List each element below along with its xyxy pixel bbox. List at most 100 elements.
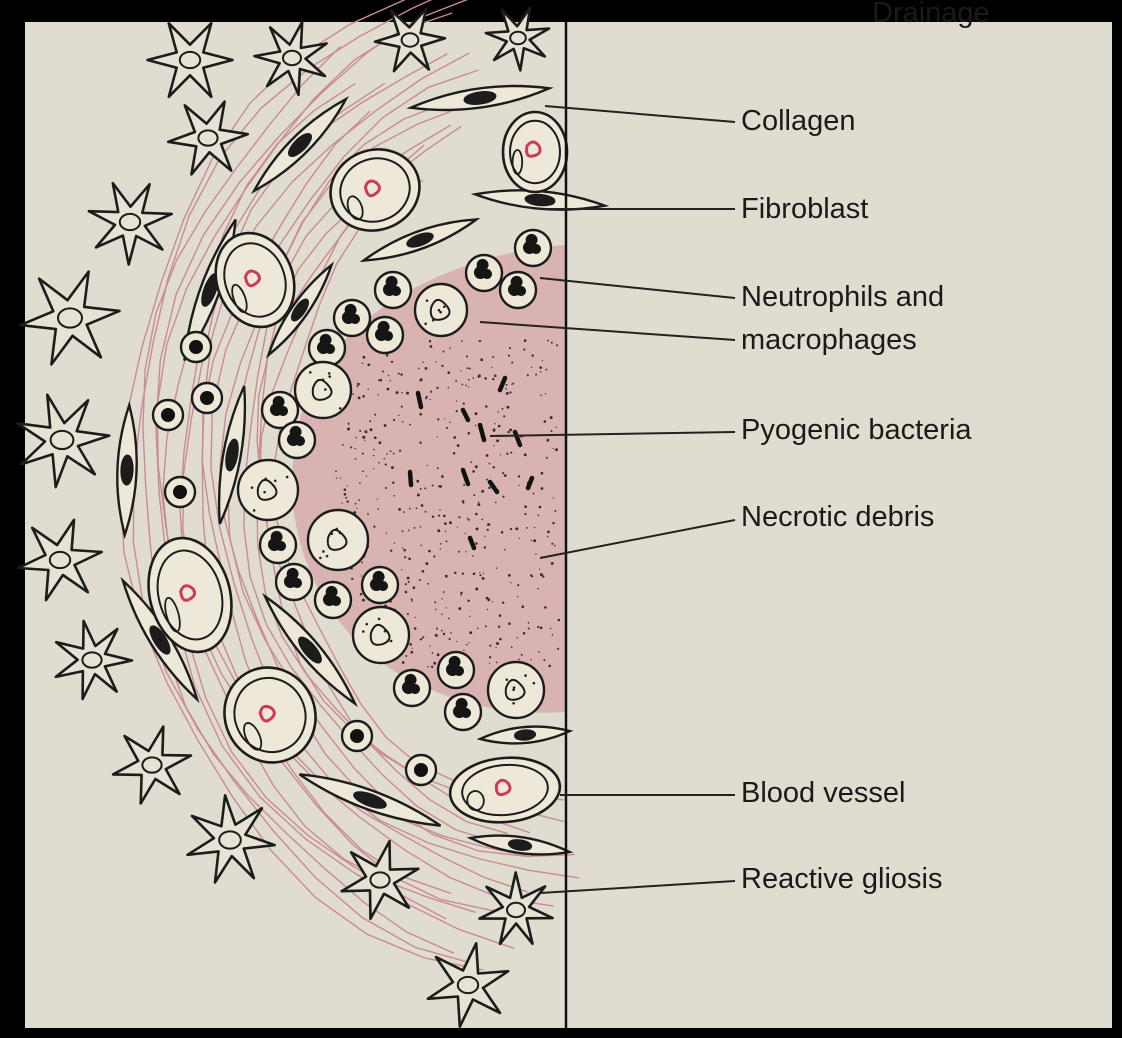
debris-dot: [361, 575, 362, 576]
debris-dot: [521, 605, 524, 608]
debris-dot: [453, 436, 456, 439]
debris-dot: [406, 392, 409, 395]
debris-dot: [441, 630, 443, 632]
debris-dot: [367, 363, 370, 366]
neutrophil: [500, 272, 536, 308]
debris-dot: [463, 403, 465, 405]
debris-dot: [558, 619, 561, 622]
neutrophil: [315, 582, 351, 618]
debris-dot: [552, 634, 554, 636]
debris-dot: [552, 522, 554, 524]
debris-dot: [457, 526, 458, 527]
debris-dot: [544, 606, 547, 609]
neutrophil: [515, 230, 551, 266]
debris-dot: [409, 508, 411, 510]
debris-dot: [355, 503, 357, 505]
debris-dot: [344, 493, 347, 496]
debris-dot: [456, 641, 457, 642]
debris-dot: [508, 355, 510, 357]
debris-dot: [443, 515, 446, 518]
debris-dot: [377, 394, 378, 395]
debris-dot: [419, 442, 421, 444]
lymphocyte: [181, 332, 211, 362]
debris-dot: [416, 480, 419, 483]
debris-dot: [556, 344, 558, 346]
label-reactive-gliosis: Reactive gliosis: [741, 858, 942, 901]
debris-dot: [437, 418, 439, 420]
debris-dot: [373, 525, 375, 527]
debris-dot: [535, 554, 536, 555]
debris-dot: [431, 666, 433, 668]
debris-dot: [438, 485, 440, 487]
debris-dot: [411, 598, 413, 600]
debris-dot: [413, 586, 416, 589]
debris-dot: [511, 646, 513, 648]
debris-dot: [496, 567, 497, 568]
debris-dot: [373, 449, 375, 451]
debris-dot: [419, 579, 421, 581]
debris-dot: [492, 356, 494, 358]
debris-dot: [532, 354, 534, 356]
debris-dot: [386, 354, 389, 357]
debris-dot: [374, 436, 377, 439]
debris-dot: [420, 545, 422, 547]
debris-dot: [531, 575, 533, 577]
debris-dot: [355, 437, 357, 439]
debris-dot: [555, 427, 556, 428]
debris-dot: [545, 393, 546, 394]
debris-dot: [543, 659, 545, 661]
debris-dot: [362, 395, 365, 398]
debris-dot: [359, 482, 361, 484]
debris-dot: [533, 539, 536, 542]
debris-dot: [441, 598, 442, 599]
debris-dot: [486, 597, 489, 600]
debris-dot: [428, 550, 431, 553]
debris-dot: [473, 573, 476, 576]
debris-dot: [433, 555, 435, 557]
debris-dot: [441, 365, 443, 367]
debris-dot: [360, 593, 363, 596]
debris-dot: [461, 340, 463, 342]
debris-dot: [432, 485, 434, 487]
debris-dot: [534, 527, 535, 528]
debris-dot: [472, 470, 475, 473]
debris-dot: [427, 666, 428, 667]
debris-dot: [468, 642, 469, 643]
debris-dot: [509, 391, 511, 393]
debris-dot: [427, 583, 429, 585]
debris-dot: [524, 339, 527, 342]
neutrophil: [260, 527, 296, 563]
debris-dot: [502, 601, 504, 603]
debris-dot: [373, 455, 375, 457]
debris-dot: [468, 519, 470, 521]
debris-dot: [524, 505, 527, 508]
debris-dot: [405, 655, 407, 657]
debris-dot: [554, 545, 556, 547]
debris-dot: [435, 361, 436, 362]
debris-dot: [370, 428, 373, 431]
debris-dot: [541, 487, 544, 490]
debris-dot: [463, 650, 464, 651]
debris-dot: [488, 487, 491, 490]
debris-dot: [414, 627, 417, 630]
debris-dot: [491, 367, 492, 368]
debris-dot: [512, 383, 514, 385]
debris-dot: [494, 375, 497, 378]
neutrophil: [466, 255, 502, 291]
debris-dot: [498, 425, 501, 428]
debris-dot: [399, 450, 401, 452]
debris-dot: [541, 472, 544, 475]
debris-dot: [385, 487, 387, 489]
debris-dot: [418, 368, 420, 370]
label-collagen: Collagen: [741, 100, 855, 143]
debris-dot: [403, 549, 406, 552]
debris-dot: [358, 397, 361, 400]
debris-dot: [390, 380, 391, 381]
lymphocyte: [406, 755, 436, 785]
debris-dot: [475, 542, 478, 545]
debris-dot: [378, 462, 380, 464]
debris-dot: [398, 508, 401, 511]
debris-dot: [518, 485, 519, 486]
debris-dot: [489, 663, 490, 664]
